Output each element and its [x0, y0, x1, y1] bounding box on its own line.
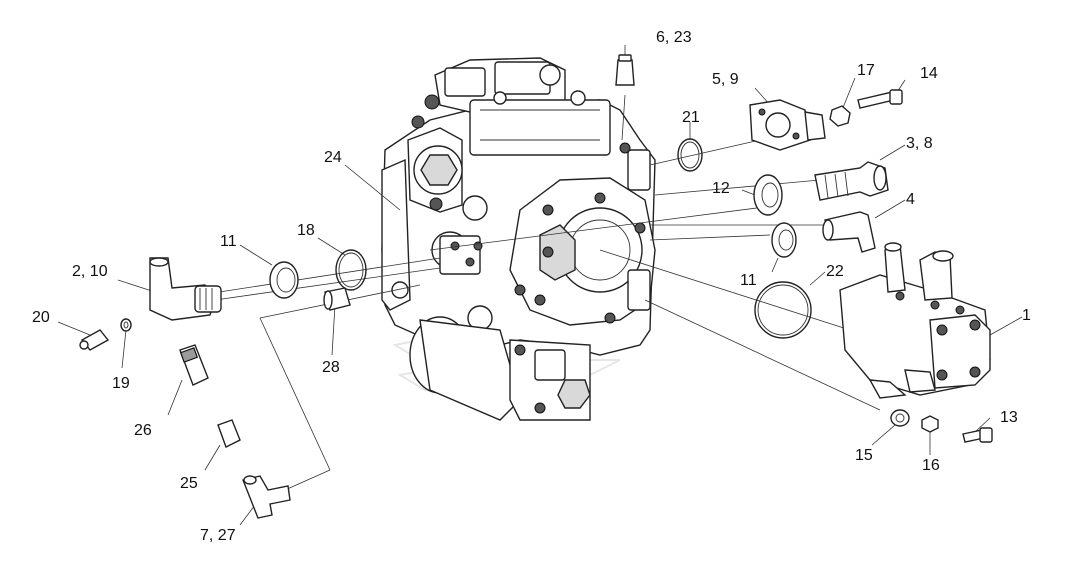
callout-18: 18: [297, 222, 315, 239]
callout-15: 15: [855, 447, 873, 464]
callout-6-23: 6, 23: [656, 29, 692, 46]
callout-7-27: 7, 27: [200, 527, 236, 544]
part-washer-19: [120, 318, 132, 332]
part-washer-15: [890, 409, 910, 427]
part-nut-12: [753, 174, 783, 216]
part-tee-7-27: [242, 475, 291, 519]
callout-4: 4: [906, 191, 915, 208]
part-gear-pump-1: [839, 242, 991, 399]
callout-12: 12: [712, 180, 730, 197]
part-nut-11-left: [269, 261, 299, 299]
part-nut-17: [829, 105, 851, 127]
callout-25: 25: [180, 475, 198, 492]
part-flange-5-9: [749, 99, 826, 151]
main-pump-housing: [381, 57, 656, 421]
part-fitting-26: [179, 344, 209, 386]
callout-16: 16: [922, 457, 940, 474]
leader-lines: [57, 45, 1023, 526]
part-elbow-3-8: [814, 161, 889, 201]
part-union-6-23: [615, 54, 635, 86]
part-nut-11-right: [771, 222, 797, 258]
callout-28: 28: [322, 359, 340, 376]
part-elbow-2-10: [149, 257, 222, 321]
callout-26: 26: [134, 422, 152, 439]
callout-2-10: 2, 10: [72, 263, 108, 280]
part-elbow-4: [822, 211, 876, 253]
callout-labels: 1 2, 10 3, 8 4 5, 9 6, 23 7, 27 11 11 12…: [32, 29, 1031, 544]
callout-21: 21: [682, 109, 700, 126]
callout-24: 24: [324, 149, 342, 166]
part-adapter-28: [323, 287, 351, 311]
callout-19: 19: [112, 375, 130, 392]
callout-3-8: 3, 8: [906, 135, 933, 152]
part-oring-21: [677, 138, 703, 172]
callout-14: 14: [920, 65, 938, 82]
part-fitting-25: [217, 419, 241, 448]
callout-17: 17: [857, 62, 875, 79]
callout-20: 20: [32, 309, 50, 326]
part-oring-22: [754, 281, 812, 339]
callout-5-9: 5, 9: [712, 71, 739, 88]
callout-22: 22: [826, 263, 844, 280]
part-fitting-20: [79, 329, 110, 351]
callout-11-left: 11: [220, 233, 237, 250]
callout-13: 13: [1000, 409, 1018, 426]
part-nut-16: [921, 415, 939, 433]
callout-1: 1: [1022, 307, 1031, 324]
part-bolt-13: [962, 427, 993, 443]
callout-11-right: 11: [740, 272, 757, 289]
part-bolt-14: [857, 89, 903, 109]
part-oring-18: [335, 249, 367, 291]
